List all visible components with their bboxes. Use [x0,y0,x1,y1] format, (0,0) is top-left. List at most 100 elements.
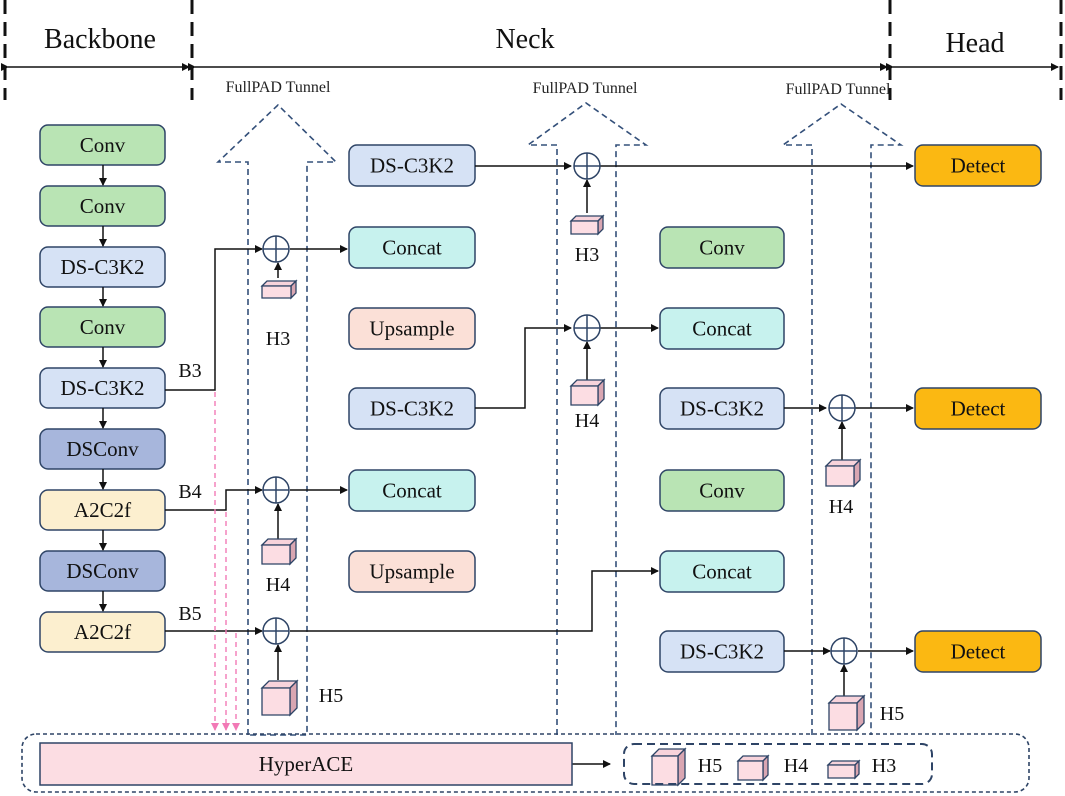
neck-col1-node-2: Concat [348,226,476,269]
neck-col2-node-5-label: Concat [692,560,752,584]
detect-node-1-box [914,144,1042,187]
cube-tunnel2-h4 [569,378,606,407]
fullpad-tunnel-2 [525,102,649,735]
connectors [165,162,914,768]
backbone-column: ConvConvDS-C3K2ConvDS-C3K2DSConvA2C2fDSC… [39,124,166,653]
b5-label: B5 [178,603,201,625]
neck-col2-node-3-label: DS-C3K2 [680,397,764,421]
neck-col2-node-6: DS-C3K2 [659,630,785,673]
cube-tunnel1-h4 [260,537,298,566]
add-node-h5 [262,617,290,645]
neck-col2-node-4-label: Conv [699,479,745,503]
section-title-backbone: Backbone [44,24,156,55]
section-dividers [3,0,1063,100]
detect-node-1: Detect [914,144,1042,187]
backbone-node-4-label: Conv [80,315,126,339]
neck-col2-node-1: Conv [659,226,785,269]
fullpad-tunnels [215,102,904,736]
tunnel3-h4-label: H4 [829,496,853,518]
neck-col1-node-3: Upsample [348,307,476,350]
hyperace-outputs-box [623,743,933,785]
backbone-node-2-label: Conv [80,194,126,218]
add-nodes [262,152,858,665]
add-node-t3-h5 [830,637,858,665]
backbone-node-9: A2C2f [39,611,166,653]
neck-col1-node-1-label: DS-C3K2 [370,154,454,178]
backbone-node-9-label: A2C2f [74,620,131,644]
b4-connector [165,486,263,511]
neck-col1-node-3-label: Upsample [369,317,454,341]
neck-col2-node-6-label: DS-C3K2 [680,640,764,664]
detect-node-2: Detect [914,387,1042,430]
cube-tunnel2-h3 [569,214,605,236]
neck-col1-node-6: Upsample [348,550,476,593]
fullpad-tunnel-1 [215,103,338,736]
neck-col2-node-2-box [659,307,785,350]
tunnel2-h3-label: H3 [575,244,599,266]
tunnel2-h4-label: H4 [575,410,599,432]
neck-col2-node-5-box [659,550,785,593]
tunnel1-h5-label: H5 [319,685,343,707]
hyperace-label: HyperACE [259,752,353,776]
neck-col1-node-5-box [348,469,476,512]
neck-col2-node-4-box [659,469,785,512]
h5-to-concat-connector [290,567,659,632]
tunnel-label-1: FullPAD Tunnel [226,79,331,96]
backbone-node-5-label: DS-C3K2 [60,376,144,400]
cube-hyperace-h3 [826,759,861,780]
backbone-node-1-label: Conv [80,133,126,157]
detect-node-3-label: Detect [951,640,1006,664]
hyperace-output-h3: H3 [872,755,896,777]
neck-col2-node-4: Conv [659,469,785,512]
neck-col1-node-5: Concat [348,469,476,512]
neck-col1-node-5-label: Concat [382,479,442,503]
add-node-t2-h3 [573,152,601,180]
tunnel1-h4-label: H4 [266,574,290,596]
b3-connector [165,245,263,391]
add-node-h4 [262,476,290,504]
hyperace-output-h4: H4 [784,755,808,777]
neck-col1-node-2-box [348,226,476,269]
neck-col1-node-4: DS-C3K2 [348,387,476,430]
hyperace-container [21,733,1030,793]
backbone-node-6: DSConv [39,428,166,470]
backbone-node-7-label: A2C2f [74,498,131,522]
tunnel3-h5-label: H5 [880,703,904,725]
neck-col2-node-3: DS-C3K2 [659,387,785,430]
detect-node-2-box [914,387,1042,430]
detect-node-2-label: Detect [951,397,1006,421]
add-node-t3-h4 [828,394,856,422]
backbone-node-8: DSConv [39,550,166,592]
cube-tunnel2-h5 [260,679,299,717]
neck-col1-node-6-box [348,550,476,593]
section-title-head: Head [945,28,1004,59]
backbone-node-9-box [39,611,166,653]
dsc3k2-mid-connector [475,324,572,409]
cube-tunnel3-h4 [824,458,862,488]
backbone-node-5: DS-C3K2 [39,367,166,409]
backbone-node-8-label: DSConv [66,559,139,583]
tunnel-label-2: FullPAD Tunnel [533,80,638,97]
backbone-node-1: Conv [39,124,166,166]
neck-col1-node-3-box [348,307,476,350]
backbone-node-3: DS-C3K2 [39,246,166,288]
feature-cubes [260,214,866,787]
pink-feature-arrows [211,392,240,731]
neck-col2-node-2-label: Concat [692,317,752,341]
add-node-h3 [262,235,290,263]
hyperace-block [39,742,573,786]
tunnel-label-3: FullPAD Tunnel [786,81,891,98]
neck-col1-node-4-label: DS-C3K2 [370,397,454,421]
backbone-node-3-label: DS-C3K2 [60,255,144,279]
neck-col2-node-1-box [659,226,785,269]
backbone-node-7: A2C2f [39,489,166,531]
backbone-node-2: Conv [39,185,166,227]
cube-hyperace-h5 [650,747,687,787]
section-title-neck: Neck [495,24,554,55]
neck-col2-node-2: Concat [659,307,785,350]
detect-node-1-label: Detect [951,154,1006,178]
detect-node-3-box [914,630,1042,673]
